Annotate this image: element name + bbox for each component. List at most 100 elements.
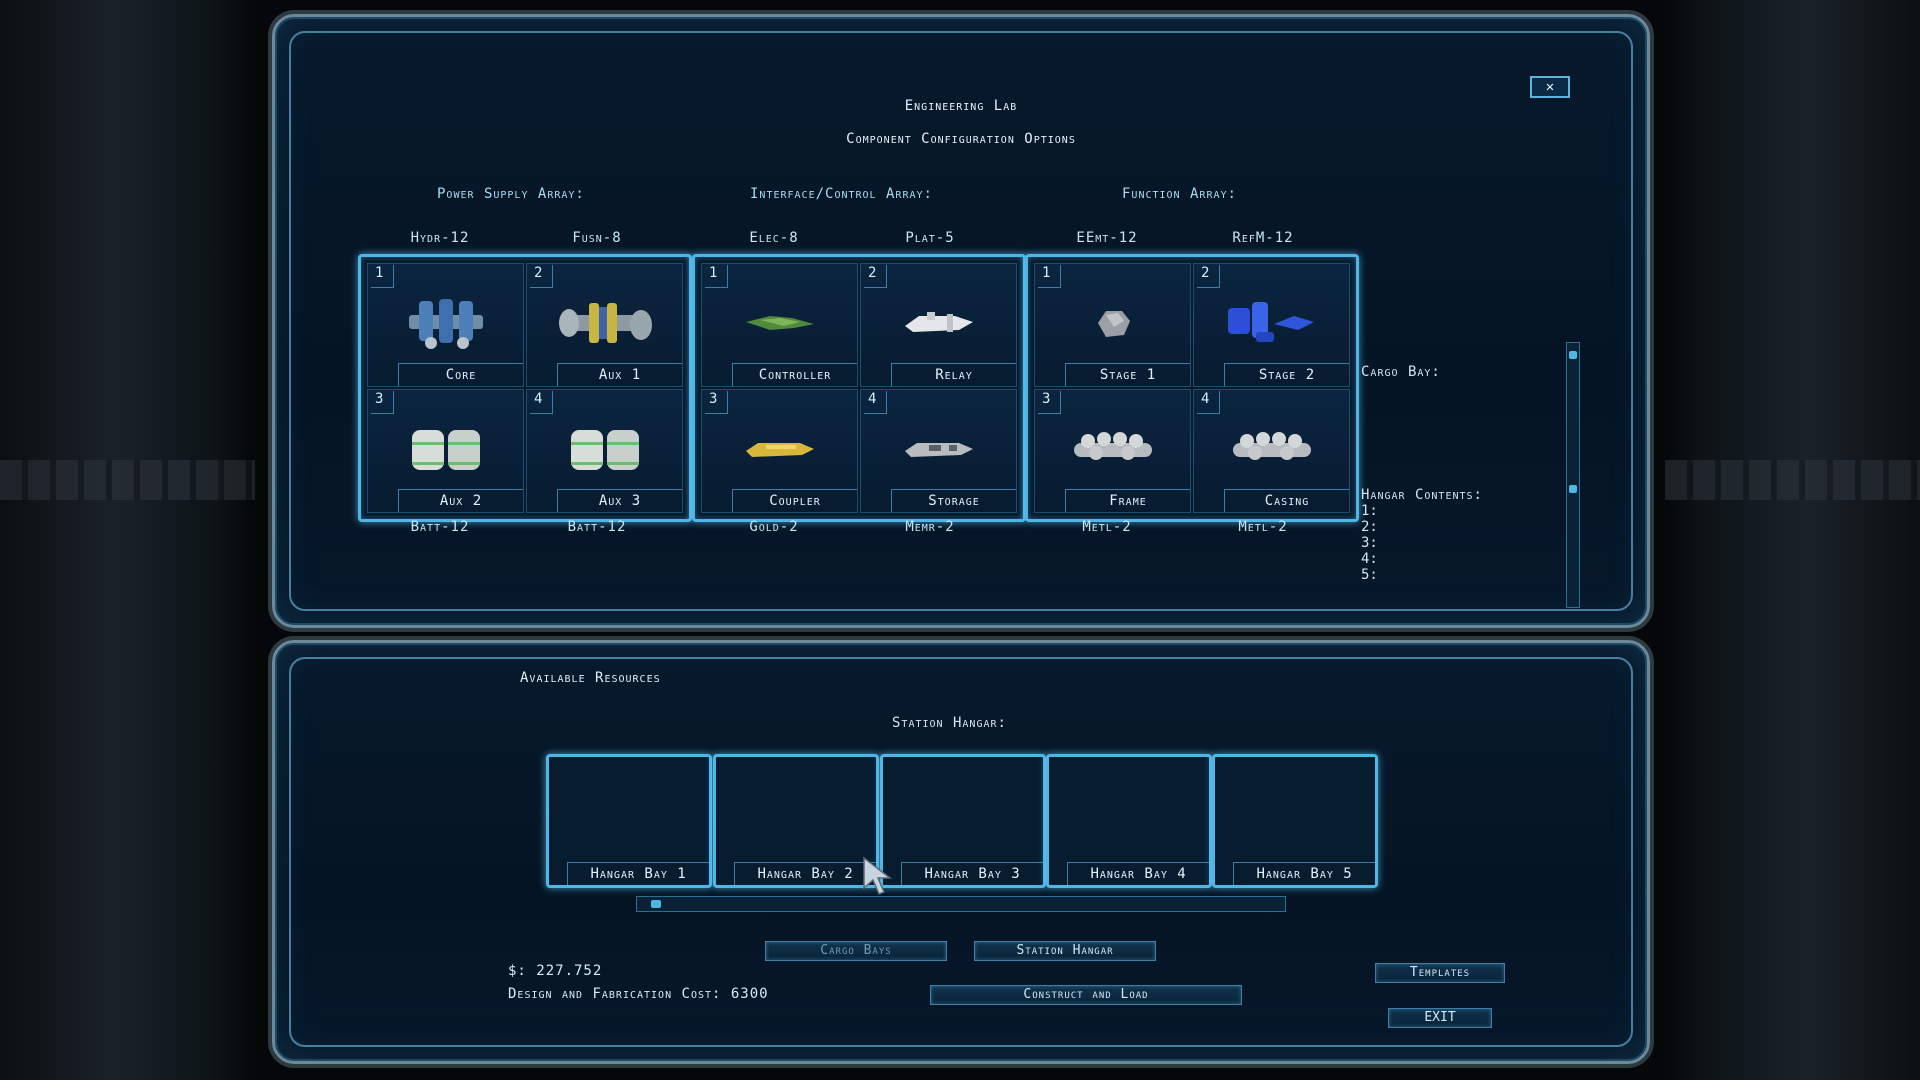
slot-label: Plat-5: [905, 230, 955, 246]
resources-tab[interactable]: Available Resources: [520, 670, 661, 686]
bay-name: Hangar Bay 2: [734, 862, 876, 885]
slot-number: 3: [705, 391, 728, 414]
component-slot-core[interactable]: 1 Core: [367, 263, 524, 387]
money-balance: $: 227.752: [508, 963, 603, 979]
hangar-scrollbar[interactable]: [636, 896, 1286, 912]
construct-and-load-button[interactable]: Construct and Load: [930, 985, 1242, 1005]
component-slot-stage-2[interactable]: 2 Stage 2: [1193, 263, 1350, 387]
slot-label: Metl-2: [1238, 519, 1288, 535]
component-slot-controller[interactable]: 1 Controller: [701, 263, 858, 387]
background-detail: [0, 460, 255, 500]
component-slot-aux-3[interactable]: 4 Aux 3: [526, 389, 683, 513]
hangar-bay-1[interactable]: Hangar Bay 1: [546, 754, 712, 888]
slot-label: RefM-12: [1232, 230, 1294, 246]
component-slot-relay[interactable]: 2 Relay: [860, 263, 1017, 387]
slot-number: 4: [530, 391, 553, 414]
cargo-scrollbar[interactable]: [1566, 342, 1580, 608]
slot-label: EEmt-12: [1076, 230, 1138, 246]
interface-control-header: Interface/Control Array:: [750, 186, 933, 202]
list-item: 4:: [1361, 551, 1378, 567]
slot-name: Frame: [1065, 489, 1190, 512]
component-slot-casing[interactable]: 4 Casing: [1193, 389, 1350, 513]
relay-module-icon: [904, 311, 973, 332]
circuit-controller-icon: [745, 315, 814, 330]
window-title: Engineering Lab: [904, 98, 1018, 114]
station-hangar-label: Station Hangar:: [892, 715, 1007, 731]
battery-pack-icon: [411, 429, 480, 470]
slot-name: Storage: [891, 489, 1016, 512]
cargo-bay-label: Cargo Bay:: [1361, 364, 1441, 380]
slot-name: Aux 2: [398, 489, 523, 512]
hangar-bay-4[interactable]: Hangar Bay 4: [1046, 754, 1212, 888]
hangar-bay-2[interactable]: Hangar Bay 2: [713, 754, 879, 888]
hangar-bay-5[interactable]: Hangar Bay 5: [1212, 754, 1378, 888]
slot-label: Elec-8: [749, 230, 799, 246]
hangar-contents-list: 1: 2: 3: 4: 5:: [1361, 503, 1378, 583]
bay-name: Hangar Bay 5: [1233, 862, 1375, 885]
reactor-core-icon: [408, 298, 483, 349]
list-item: 5:: [1361, 567, 1378, 583]
component-slot-coupler[interactable]: 3 Coupler: [701, 389, 858, 513]
gold-coupler-icon: [745, 442, 814, 457]
component-slot-aux-2[interactable]: 3 Aux 2: [367, 389, 524, 513]
mouse-cursor-icon: [863, 856, 893, 895]
slot-number: 1: [371, 265, 394, 288]
slot-label: Fusn-8: [572, 230, 622, 246]
slot-label: Gold-2: [749, 519, 799, 535]
bay-name: Hangar Bay 4: [1067, 862, 1209, 885]
fabrication-cost: Design and Fabrication Cost: 6300: [508, 986, 769, 1002]
slot-number: 3: [371, 391, 394, 414]
slot-label: Memr-2: [905, 519, 955, 535]
slot-name: Relay: [891, 363, 1016, 386]
templates-button[interactable]: Templates: [1375, 963, 1505, 983]
function-header: Function Array:: [1122, 186, 1237, 202]
cargo-bays-button[interactable]: Cargo Bays: [765, 941, 947, 961]
close-button[interactable]: ✕: [1530, 76, 1570, 98]
slot-number: 4: [1197, 391, 1220, 414]
hangar-bay-3[interactable]: Hangar Bay 3: [880, 754, 1046, 888]
component-slot-storage[interactable]: 4 Storage: [860, 389, 1017, 513]
bay-name: Hangar Bay 3: [901, 862, 1043, 885]
bay-name: Hangar Bay 1: [567, 862, 709, 885]
slot-number: 3: [1038, 391, 1061, 414]
component-slot-stage-1[interactable]: 1 Stage 1: [1034, 263, 1191, 387]
component-slot-frame[interactable]: 3 Frame: [1034, 389, 1191, 513]
slot-label: Batt-12: [410, 519, 470, 535]
list-item: 2:: [1361, 519, 1378, 535]
scroll-thumb[interactable]: [1569, 351, 1577, 359]
interface-control-array: 1 Controller 2 Relay 3 Coupler 4 Storage: [692, 254, 1026, 522]
slot-name: Aux 1: [557, 363, 682, 386]
station-hangar-button[interactable]: Station Hangar: [974, 941, 1156, 961]
slot-name: Casing: [1224, 489, 1349, 512]
hangar-contents-label: Hangar Contents:: [1361, 487, 1483, 503]
function-array: 1 Stage 1 2 Stage 2 3 Frame 4 Casing: [1025, 254, 1359, 522]
slot-name: Coupler: [732, 489, 857, 512]
metal-frame-icon: [1073, 431, 1152, 460]
crystal-stage-icon: [1227, 301, 1314, 342]
slot-name: Stage 2: [1224, 363, 1349, 386]
slot-number: 2: [864, 265, 887, 288]
slot-name: Core: [398, 363, 523, 386]
slot-number: 1: [705, 265, 728, 288]
metal-casing-icon: [1232, 431, 1311, 460]
power-supply-header: Power Supply Array:: [437, 186, 585, 202]
ore-stage-icon: [1097, 310, 1130, 337]
slot-label: Metl-2: [1082, 519, 1132, 535]
window-subtitle: Component Configuration Options: [846, 131, 1076, 147]
slot-number: 2: [530, 265, 553, 288]
slot-name: Aux 3: [557, 489, 682, 512]
scroll-thumb[interactable]: [1569, 485, 1577, 493]
slot-name: Controller: [732, 363, 857, 386]
list-item: 1:: [1361, 503, 1378, 519]
component-slot-aux-1[interactable]: 2 Aux 1: [526, 263, 683, 387]
list-item: 3:: [1361, 535, 1378, 551]
memory-storage-icon: [904, 442, 973, 457]
background-detail: [1665, 460, 1920, 500]
slot-name: Stage 1: [1065, 363, 1190, 386]
battery-pack-icon: [570, 429, 639, 470]
slot-label: Batt-12: [567, 519, 627, 535]
scroll-thumb[interactable]: [651, 900, 661, 908]
exit-button[interactable]: EXIT: [1388, 1008, 1492, 1028]
slot-label: Hydr-12: [410, 230, 470, 246]
power-supply-array: 1 Core 2 Aux 1 3 Aux 2 4: [358, 254, 692, 522]
